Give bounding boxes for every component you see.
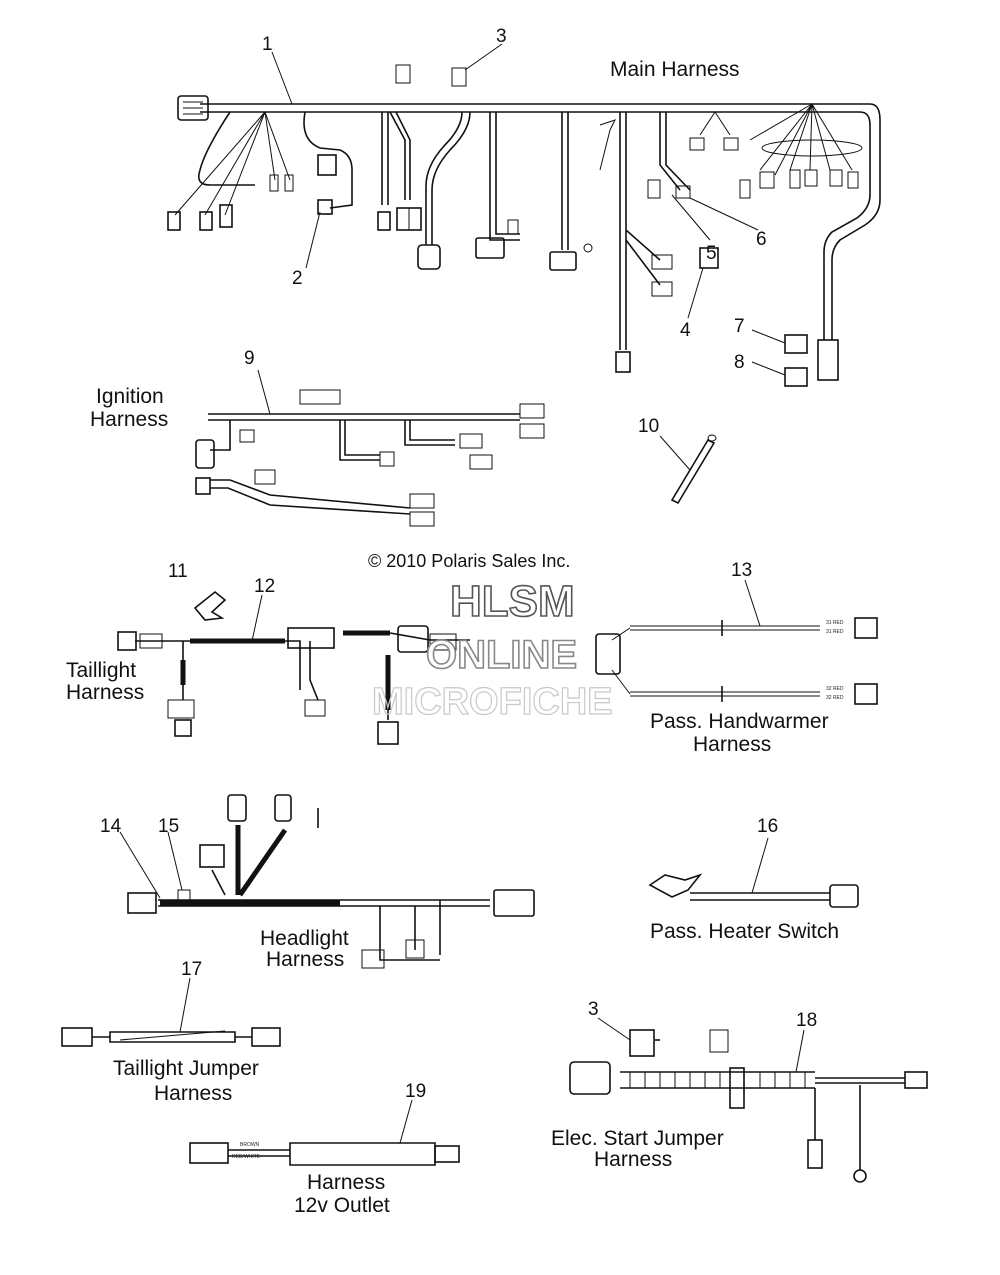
label-outlet-line1: Harness (307, 1171, 385, 1194)
label-elec-start-line2: Harness (594, 1148, 672, 1171)
watermark-line2: ONLINE (426, 633, 577, 677)
callout-1: 1 (262, 34, 273, 55)
callout-12: 12 (254, 576, 275, 597)
callout-14: 14 (100, 816, 122, 837)
callout-15: 15 (158, 816, 179, 837)
callout-2: 2 (292, 268, 303, 289)
callout-11: 11 (168, 561, 188, 582)
elec-start-jumper-assembly (569, 1029, 928, 1183)
svg-text:32 RED: 32 RED (826, 686, 844, 692)
callout-16: 16 (757, 816, 778, 837)
callout-6: 6 (756, 229, 767, 250)
copyright-notice: © 2010 Polaris Sales Inc. (368, 551, 570, 571)
assembly-labels: Main Harness Ignition Harness Taillight … (66, 58, 839, 1217)
watermark: HLSM ONLINE MICROFICHE (371, 576, 613, 723)
callout-5: 5 (706, 243, 717, 264)
label-taillight-line2: Harness (66, 681, 144, 704)
callout-3-elec-start: 3 (588, 999, 599, 1020)
callout-numbers: 1 2 3 4 5 6 7 8 9 10 11 12 13 14 15 16 1… (100, 26, 817, 1102)
handwarmer-harness-assembly: 31 RED 31 RED 32 RED 32 RED (595, 617, 878, 705)
main-connector-left (177, 95, 209, 121)
callout-13: 13 (731, 560, 752, 581)
label-outlet-line2: 12v Outlet (294, 1194, 390, 1217)
clip (193, 590, 227, 621)
main-harness-plug (817, 339, 839, 381)
svg-text:32 RED: 32 RED (826, 695, 844, 701)
label-heater-switch: Pass. Heater Switch (650, 920, 839, 943)
heater-switch-assembly (648, 873, 859, 908)
label-headlight-line1: Headlight (260, 927, 349, 950)
label-handwarmer-line2: Harness (693, 733, 771, 756)
leader-lines (119, 43, 805, 1144)
label-taillight-jumper-line2: Harness (154, 1082, 232, 1105)
svg-text:31 RED: 31 RED (826, 629, 844, 635)
watermark-line3: MICROFICHE (372, 681, 613, 723)
callout-8: 8 (734, 352, 745, 373)
headlight-harness-assembly (127, 794, 535, 969)
callout-3: 3 (496, 26, 507, 47)
callout-19: 19 (405, 1081, 426, 1102)
outlet-wire-label-red-white: RED/WHITE (232, 1154, 261, 1160)
handwarmer-connector (595, 633, 621, 675)
callout-18: 18 (796, 1010, 817, 1031)
outlet-harness-assembly: BROWN RED/WHITE (189, 1142, 460, 1166)
label-elec-start-line1: Elec. Start Jumper (551, 1127, 724, 1150)
svg-text:31 RED: 31 RED (826, 620, 844, 626)
callout-17: 17 (181, 959, 202, 980)
label-taillight-jumper-line1: Taillight Jumper (113, 1057, 259, 1080)
label-ignition-line2: Harness (90, 408, 168, 431)
callout-7: 7 (734, 316, 745, 337)
label-ignition-line1: Ignition (96, 385, 164, 408)
callout-9: 9 (244, 348, 255, 369)
ignition-harness-assembly (195, 389, 545, 527)
tie-strap (670, 434, 717, 505)
taillight-jumper-assembly (61, 1027, 281, 1047)
headlight-connector (493, 889, 535, 917)
label-taillight-line1: Taillight (66, 659, 136, 682)
outlet-wire-label-brown: BROWN (240, 1142, 260, 1148)
callout-4: 4 (680, 320, 691, 341)
label-headlight-line2: Harness (266, 948, 344, 971)
label-main-harness: Main Harness (610, 58, 740, 81)
callout-10: 10 (638, 416, 659, 437)
main-harness-assembly (167, 64, 881, 387)
taillight-harness-assembly (117, 590, 470, 745)
label-handwarmer-line1: Pass. Handwarmer (650, 710, 829, 733)
watermark-line1: HLSM (450, 577, 575, 626)
